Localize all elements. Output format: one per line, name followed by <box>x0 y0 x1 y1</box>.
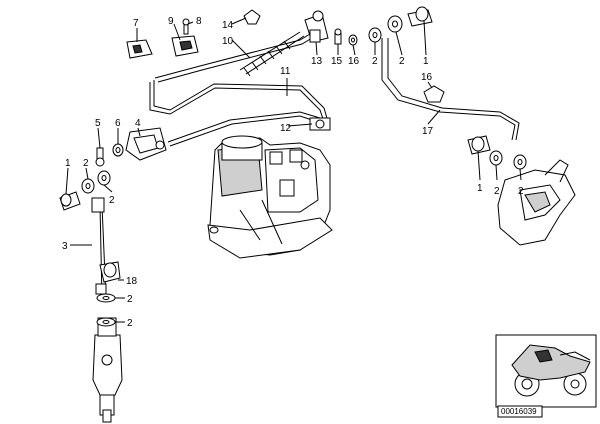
callout-7: 7 <box>133 18 139 29</box>
banjo-bolt-right <box>467 135 527 170</box>
callout-3: 3 <box>62 241 68 252</box>
callout-10: 10 <box>222 36 234 47</box>
callout-14: 14 <box>222 20 234 31</box>
callout-1-top: 1 <box>423 56 429 67</box>
rear-master-cylinder <box>92 317 123 423</box>
bracket-4 <box>125 127 167 161</box>
banjo-bolt-rear <box>96 261 121 327</box>
callout-17: 17 <box>422 126 434 137</box>
brake-line-front <box>149 33 330 147</box>
callout-16-top: 16 <box>348 56 360 67</box>
callout-2-rear-a: 2 <box>127 294 133 305</box>
callout-2-left-b: 2 <box>109 195 115 206</box>
grommet-7 <box>126 39 153 59</box>
banjo-bolt-left <box>59 170 111 211</box>
image-code: 00016039 <box>501 407 537 416</box>
callout-1-left: 1 <box>65 158 71 169</box>
callout-1-right: 1 <box>477 183 483 194</box>
callout-2-top-b: 2 <box>399 56 405 67</box>
callout-2-right-b: 2 <box>518 186 524 197</box>
callout-12: 12 <box>280 123 292 134</box>
abs-pressure-modulator <box>207 135 333 259</box>
callout-4: 4 <box>135 118 141 129</box>
banjo-bolt-top <box>368 6 433 43</box>
brake-hose-front-right <box>381 38 520 141</box>
callout-6: 6 <box>115 118 121 129</box>
callout-13: 13 <box>311 56 323 67</box>
callout-labels: 7 9 8 14 10 13 15 16 2 2 1 11 16 12 17 5… <box>62 16 524 329</box>
callout-2-right-a: 2 <box>494 186 500 197</box>
callout-5: 5 <box>95 118 101 129</box>
callout-2-left-a: 2 <box>83 158 89 169</box>
leader-lines <box>65 17 522 323</box>
front-brake-caliper <box>497 159 576 246</box>
banjo-fitting-13 <box>304 10 329 43</box>
callout-2-rear-b: 2 <box>127 318 133 329</box>
clip-18 <box>423 85 445 103</box>
callout-8: 8 <box>196 16 202 27</box>
clamp-9 <box>171 18 199 57</box>
washer-6 <box>112 143 124 157</box>
rear-brake-line <box>91 197 107 301</box>
clip-14 <box>243 9 261 25</box>
callout-18: 18 <box>126 276 138 287</box>
bolt-15 <box>334 28 342 45</box>
fitting-12 <box>309 117 331 131</box>
bolt-5 <box>95 147 105 167</box>
callout-9: 9 <box>168 16 174 27</box>
callout-16-right: 16 <box>421 72 433 83</box>
callout-11: 11 <box>280 66 291 77</box>
callout-15: 15 <box>331 56 343 67</box>
braided-hose <box>239 31 305 77</box>
motorcycle-inset: 00016039 <box>495 334 597 418</box>
washer-16-top <box>348 34 358 46</box>
callout-2-top-a: 2 <box>372 56 378 67</box>
